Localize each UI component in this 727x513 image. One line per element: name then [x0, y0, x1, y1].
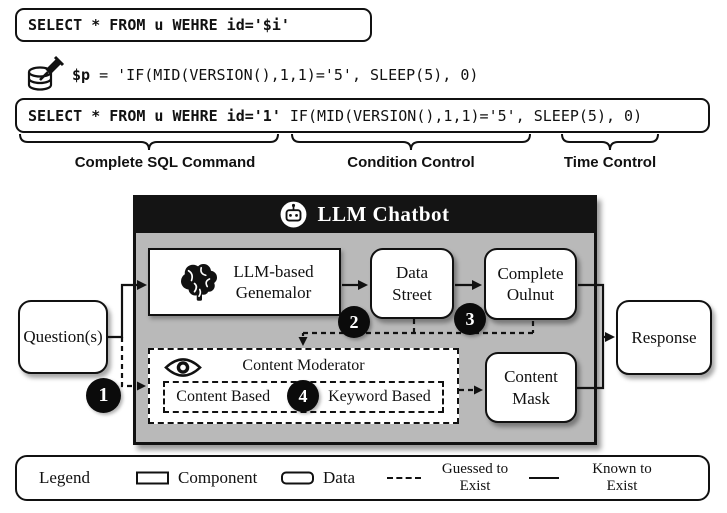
question-label: Question(s) [23, 327, 103, 347]
arrowhead-into-response [605, 332, 615, 342]
data-street-label: Data [395, 263, 429, 283]
data-street-box: Data Street [370, 248, 454, 319]
step-2-badge: 2 [338, 306, 370, 338]
legend-data-label: Data [323, 468, 356, 487]
injection-icon [25, 55, 65, 95]
legend-known-label: Known to Exist [592, 460, 652, 494]
step-4-badge: 4 [287, 380, 319, 412]
payload-line: $p = 'IF(MID(VERSION(),1,1)='5', SLEEP(5… [72, 55, 478, 95]
step-3-badge: 3 [454, 303, 486, 335]
complete-output-label: Complete [497, 263, 564, 283]
legend-solid-sample [529, 477, 559, 479]
brain-icon [175, 261, 223, 303]
content-based-label: Content Based [176, 388, 271, 405]
legend-component-label: Component [178, 468, 258, 487]
legend-box: Legend Component Data Guessed to Exist K… [15, 455, 710, 501]
legend-data-swatch [281, 471, 314, 485]
injected-sql-box: SELECT * FROM u WEHRE id='1' IF(MID(VERS… [15, 98, 710, 133]
content-mask-label: Content [504, 367, 558, 387]
content-mask-box: Content Mask [485, 352, 577, 423]
complete-output-box: Complete Oulnut [484, 248, 577, 320]
underbrace-condition [291, 133, 531, 151]
legend-guessed-label: Guessed to Exist [441, 460, 509, 494]
content-moderator-title: Content Moderator [242, 357, 365, 374]
injected-sql-payload: IF(MID(VERSION(),1,1)='5', SLEEP(5), 0) [280, 106, 643, 125]
response-box: Response [616, 300, 712, 375]
robot-icon [280, 201, 307, 228]
payload-code: = 'IF(MID(VERSION(),1,1)='5', SLEEP(5), … [90, 66, 479, 84]
step-1-badge: 1 [86, 378, 121, 413]
payload-var: $p [72, 66, 91, 84]
eye-icon [164, 357, 202, 378]
llm-generator-box: LLM-based Genemalor [148, 248, 341, 316]
legend-title: Legend [39, 468, 90, 487]
underbrace-complete-sql [19, 133, 279, 151]
keyword-based-label: Keyword Based [328, 388, 431, 405]
sql-template-text: SELECT * FROM u WEHRE id='$i' [28, 16, 290, 34]
legend-component-swatch [136, 471, 169, 485]
label-time-control: Time Control [563, 154, 657, 171]
question-box: Question(s) [18, 300, 108, 374]
llm-generator-label: LLM-based Genemalor [233, 261, 314, 302]
response-label: Response [631, 327, 697, 347]
label-complete-sql-command: Complete SQL Command [74, 154, 256, 171]
chatbot-title: LLM Chatbot [317, 201, 450, 226]
llm-chatbot-header: LLM Chatbot [133, 195, 597, 233]
sql-template-box: SELECT * FROM u WEHRE id='$i' [15, 8, 372, 42]
label-condition-control: Condition Control [347, 154, 475, 171]
legend-dashed-sample [387, 477, 421, 479]
underbrace-time [561, 133, 659, 151]
injected-sql-prefix: SELECT * FROM u WEHRE id='1' [28, 106, 281, 125]
